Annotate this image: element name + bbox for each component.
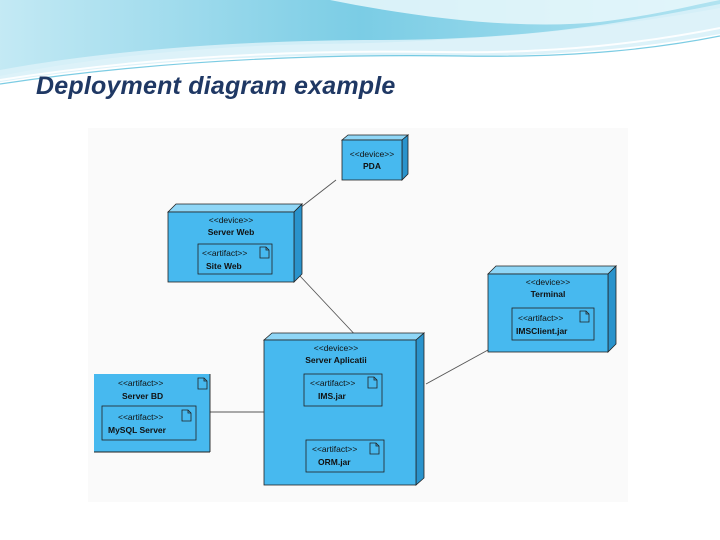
ims-jar-stereotype: <<artifact>> xyxy=(310,378,355,388)
document-icon xyxy=(369,442,380,455)
ims-jar-name: IMS.jar xyxy=(318,391,347,401)
artifact-mysql-server: <<artifact>> MySQL Server xyxy=(101,405,197,441)
server-web-stereotype: <<device>> xyxy=(209,215,253,225)
artifact-server-bd: <<artifact>> Server BD <<artifact>> MySQ… xyxy=(94,374,211,453)
document-icon xyxy=(367,376,378,389)
mysql-server-stereotype: <<artifact>> xyxy=(118,412,163,422)
document-icon xyxy=(197,377,208,390)
imsclient-name: IMSClient.jar xyxy=(516,326,568,336)
artifact-ims-jar: <<artifact>> IMS.jar xyxy=(303,373,383,407)
node-server-aplicatii: <<device>> Server Aplicatii <<artifact>>… xyxy=(262,332,426,486)
server-aplicatii-stereotype: <<device>> xyxy=(314,343,358,353)
orm-jar-stereotype: <<artifact>> xyxy=(312,444,357,454)
server-bd-name: Server BD xyxy=(122,391,163,401)
link-pda-serverweb xyxy=(299,179,337,209)
document-icon xyxy=(579,310,590,323)
diagram-panel: <<device>> PDA <<device>> Server Web <<a… xyxy=(88,128,628,502)
document-icon xyxy=(181,409,192,422)
site-web-stereotype: <<artifact>> xyxy=(202,248,247,258)
slide-title: Deployment diagram example xyxy=(36,72,396,100)
terminal-name: Terminal xyxy=(531,289,566,299)
orm-jar-name: ORM.jar xyxy=(318,457,351,467)
terminal-stereotype: <<device>> xyxy=(526,277,570,287)
link-serverweb-aplicatii xyxy=(299,275,361,341)
artifact-imsclient-jar: <<artifact>> IMSClient.jar xyxy=(511,307,595,341)
site-web-name: Site Web xyxy=(206,261,242,271)
document-icon xyxy=(259,246,270,259)
link-terminal-aplicatii xyxy=(425,349,489,385)
node-terminal: <<device>> Terminal <<artifact>> IMSClie… xyxy=(487,265,617,353)
header-wave-decoration xyxy=(0,0,720,85)
mysql-server-name: MySQL Server xyxy=(108,425,167,435)
node-server-web: <<device>> Server Web <<artifact>> Site … xyxy=(167,203,303,283)
node-pda: <<device>> PDA xyxy=(340,134,410,181)
artifact-orm-jar: <<artifact>> ORM.jar xyxy=(305,439,385,473)
pda-stereotype: <<device>> xyxy=(350,149,394,159)
server-aplicatii-name: Server Aplicatii xyxy=(305,355,367,365)
server-bd-stereotype: <<artifact>> xyxy=(118,378,163,388)
artifact-site-web: <<artifact>> Site Web xyxy=(197,243,273,275)
pda-name: PDA xyxy=(363,161,381,171)
server-web-name: Server Web xyxy=(208,227,255,237)
imsclient-stereotype: <<artifact>> xyxy=(518,313,563,323)
deployment-diagram: <<device>> PDA <<device>> Server Web <<a… xyxy=(94,134,617,486)
